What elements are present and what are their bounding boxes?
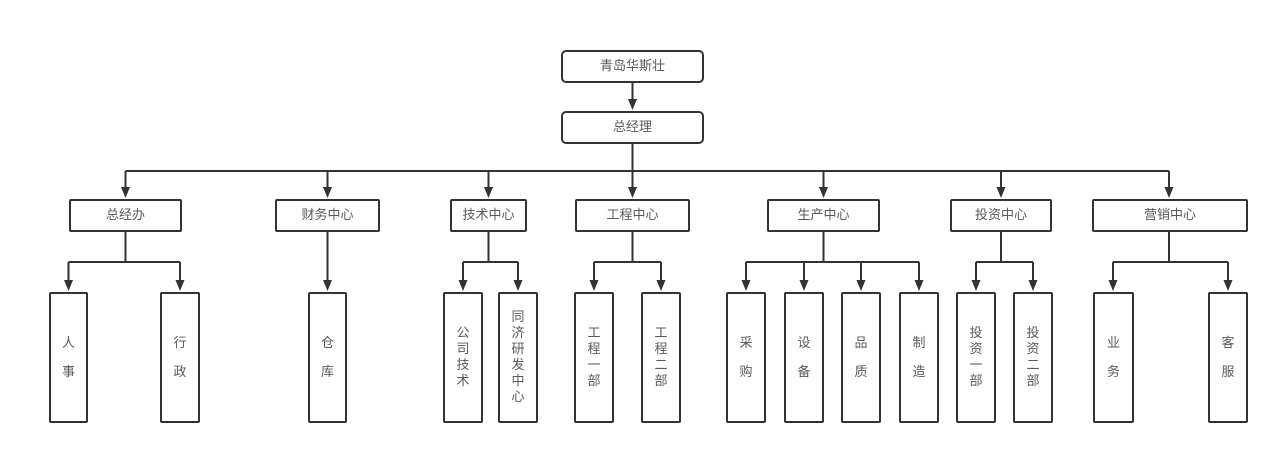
node-label: 财务中心 (301, 208, 354, 223)
node-sub-manufacturing[interactable]: 制造 (899, 292, 939, 423)
node-label: 人事 (61, 335, 75, 380)
node-label: 行政 (173, 335, 187, 380)
node-sub-company-tech[interactable]: 公司技术 (443, 292, 483, 423)
node-label: 仓库 (320, 335, 334, 380)
node-label: 同济研发中心 (511, 310, 525, 405)
node-label: 投资二部 (1026, 326, 1040, 389)
node-dept-marketing-center[interactable]: 营销中心 (1092, 199, 1248, 232)
node-sub-business[interactable]: 业务 (1093, 292, 1134, 423)
node-label: 总经理 (612, 120, 652, 135)
node-label: 采购 (739, 335, 753, 380)
node-sub-engineering-dept-1[interactable]: 工程一部 (574, 292, 614, 423)
node-label: 工程中心 (606, 208, 659, 223)
node-label: 生产中心 (797, 208, 850, 223)
node-sub-equipment[interactable]: 设备 (784, 292, 824, 423)
node-sub-engineering-dept-2[interactable]: 工程二部 (641, 292, 681, 423)
node-label: 投资一部 (969, 326, 983, 389)
node-sub-investment-dept-1[interactable]: 投资一部 (956, 292, 996, 423)
node-label: 品质 (854, 335, 868, 380)
node-sub-warehouse[interactable]: 仓库 (308, 292, 347, 423)
node-dept-investment-center[interactable]: 投资中心 (950, 199, 1052, 232)
node-dept-technology-center[interactable]: 技术中心 (450, 199, 527, 232)
node-general-manager[interactable]: 总经理 (561, 111, 704, 144)
node-sub-tongji-rd-center[interactable]: 同济研发中心 (498, 292, 538, 423)
node-label: 总经办 (105, 208, 145, 223)
node-label: 客服 (1221, 335, 1235, 380)
node-dept-general-office[interactable]: 总经办 (69, 199, 182, 232)
node-label: 营销中心 (1143, 208, 1196, 223)
node-label: 工程一部 (587, 326, 601, 389)
node-label: 公司技术 (456, 326, 470, 389)
node-label: 业务 (1106, 335, 1120, 380)
node-label: 工程二部 (654, 326, 668, 389)
node-label: 设备 (797, 335, 811, 380)
node-sub-investment-dept-2[interactable]: 投资二部 (1013, 292, 1053, 423)
node-sub-quality[interactable]: 品质 (841, 292, 881, 423)
node-sub-customer-service[interactable]: 客服 (1208, 292, 1248, 423)
node-sub-procurement[interactable]: 采购 (726, 292, 766, 423)
node-label: 制造 (912, 335, 926, 380)
node-sub-hr[interactable]: 人事 (49, 292, 88, 423)
node-label: 技术中心 (462, 208, 515, 223)
node-sub-admin[interactable]: 行政 (160, 292, 200, 423)
node-dept-finance-center[interactable]: 财务中心 (275, 199, 380, 232)
node-dept-engineering-center[interactable]: 工程中心 (575, 199, 690, 232)
node-label: 投资中心 (974, 208, 1027, 223)
node-label: 青岛华斯壮 (599, 59, 665, 74)
node-company[interactable]: 青岛华斯壮 (561, 50, 704, 83)
node-dept-production-center[interactable]: 生产中心 (767, 199, 880, 232)
